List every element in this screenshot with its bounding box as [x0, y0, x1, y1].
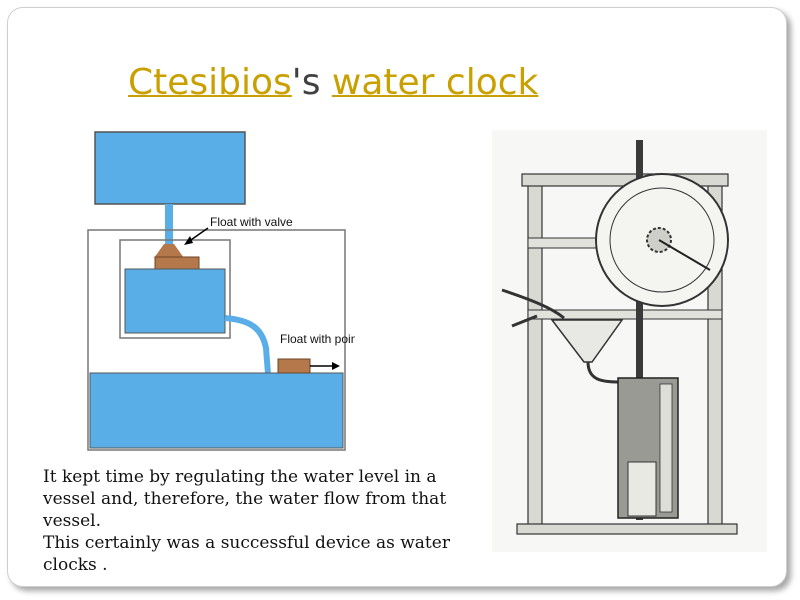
pointer-arrow-head	[332, 362, 340, 370]
top-reservoir	[94, 131, 246, 205]
outflow-pipe	[224, 315, 271, 375]
water-clock-engraving	[492, 130, 767, 552]
frame-left-post	[527, 179, 543, 531]
frame-low-beam	[527, 309, 723, 320]
clock-dial-inner	[609, 187, 715, 293]
cylinder-scale	[659, 383, 673, 513]
label-float-with-pointer: Float with pointer	[280, 332, 355, 346]
supply-pipe	[165, 204, 173, 244]
frame-base	[516, 523, 738, 535]
paragraph-2: This certainly was a successful device a…	[43, 533, 450, 575]
rack	[636, 140, 643, 520]
paragraph-1: It kept time by regulating the water lev…	[43, 467, 447, 531]
side-pipe	[511, 314, 538, 328]
float-with-valve	[154, 256, 200, 270]
float-with-pointer	[277, 358, 311, 374]
inflow-pipe	[501, 288, 565, 320]
slide-title: Ctesibios's water clock	[128, 62, 648, 103]
outer-container	[87, 229, 346, 451]
label-float-with-valve: Float with valve	[210, 215, 293, 229]
regulating-vessel	[119, 239, 231, 339]
lower-water	[89, 372, 344, 449]
valve-arrow-head	[184, 236, 193, 245]
title-link-ctesibios[interactable]: Ctesibios	[128, 62, 292, 103]
water-clock-diagram: Float with valve Float with pointer	[87, 131, 355, 451]
drain-pipe	[586, 361, 619, 384]
funnel	[550, 319, 624, 363]
body-text: It kept time by regulating the water lev…	[43, 466, 463, 576]
title-mid: 's	[291, 62, 332, 103]
clock-hand	[658, 239, 711, 271]
title-link-water-clock[interactable]: water clock	[331, 62, 539, 103]
cylinder-float	[627, 461, 657, 517]
valve-cone	[154, 244, 184, 258]
inner-water	[124, 268, 226, 334]
